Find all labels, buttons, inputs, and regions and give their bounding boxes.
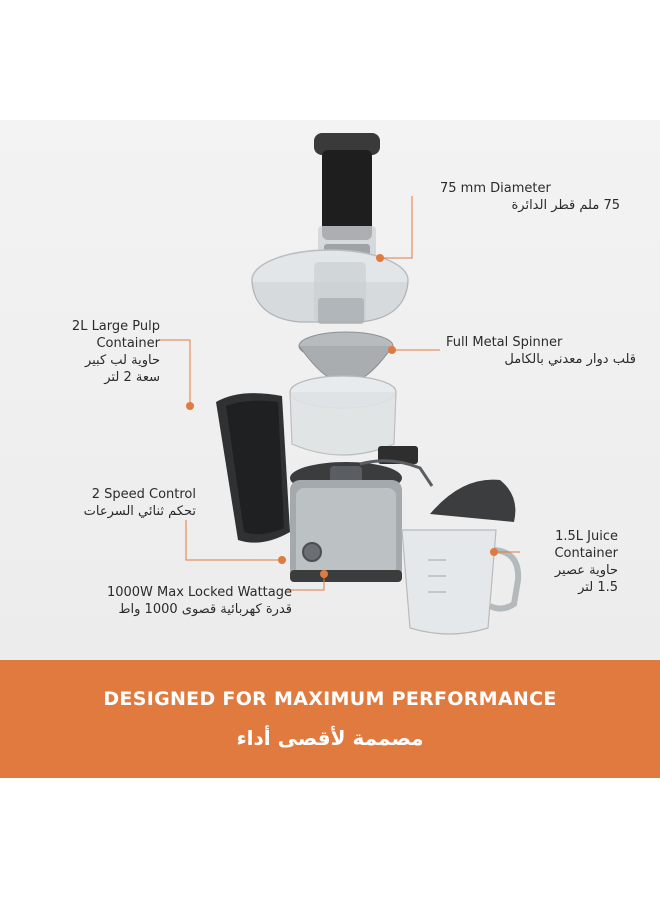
callout-diameter-en: 75 mm Diameter bbox=[440, 181, 551, 196]
callout-speed-ar: تحكم ثنائي السرعات bbox=[83, 504, 196, 519]
callout-juice: 1.5L Juice Container حاوية عصير 1.5 لتر bbox=[520, 528, 618, 596]
callout-pulp-en-1: 2L Large Pulp bbox=[71, 319, 160, 334]
callout-pulp-ar-1: حاوية لب كبير bbox=[84, 353, 160, 368]
callout-pulp: 2L Large Pulp Container حاوية لب كبير سع… bbox=[20, 318, 160, 386]
callout-juice-en-1: 1.5L Juice bbox=[555, 529, 618, 544]
callout-juice-ar-2: 1.5 لتر bbox=[578, 580, 618, 595]
feed-lid bbox=[251, 249, 409, 324]
juice-jug bbox=[401, 479, 522, 635]
callout-speed: 2 Speed Control تحكم ثنائي السرعات bbox=[30, 486, 196, 520]
pulp-container bbox=[216, 393, 290, 543]
callout-juice-ar-1: حاوية عصير bbox=[554, 563, 618, 578]
callout-lines bbox=[160, 196, 520, 591]
callout-pulp-en-2: Container bbox=[96, 336, 160, 351]
callout-spinner: Full Metal Spinner قلب دوار معدني بالكام… bbox=[446, 334, 636, 368]
callout-dots bbox=[186, 254, 498, 578]
performance-banner bbox=[0, 660, 660, 778]
callout-spinner-ar: قلب دوار معدني بالكامل bbox=[504, 352, 636, 367]
callout-wattage: 1000W Max Locked Wattage قدرة كهربائية ق… bbox=[60, 584, 292, 618]
callout-diameter: 75 mm Diameter 75 ملم قطر الدائرة bbox=[440, 180, 620, 214]
callout-pulp-ar-2: سعة 2 لتر bbox=[104, 370, 160, 385]
juicing-chamber bbox=[289, 375, 418, 464]
food-pusher bbox=[314, 133, 380, 268]
motor-base bbox=[290, 459, 434, 582]
callout-diameter-ar: 75 ملم قطر الدائرة bbox=[511, 198, 620, 213]
callout-spinner-en: Full Metal Spinner bbox=[446, 335, 563, 350]
banner-headline-ar: مصممة لأقصى أداء bbox=[236, 726, 424, 750]
callout-wattage-en: 1000W Max Locked Wattage bbox=[106, 585, 292, 600]
callout-wattage-ar: قدرة كهربائية قصوى 1000 واط bbox=[118, 602, 293, 617]
callout-speed-en: 2 Speed Control bbox=[91, 487, 196, 502]
banner-headline-en: DESIGNED FOR MAXIMUM PERFORMANCE bbox=[103, 688, 557, 710]
callout-juice-en-2: Container bbox=[554, 546, 618, 561]
